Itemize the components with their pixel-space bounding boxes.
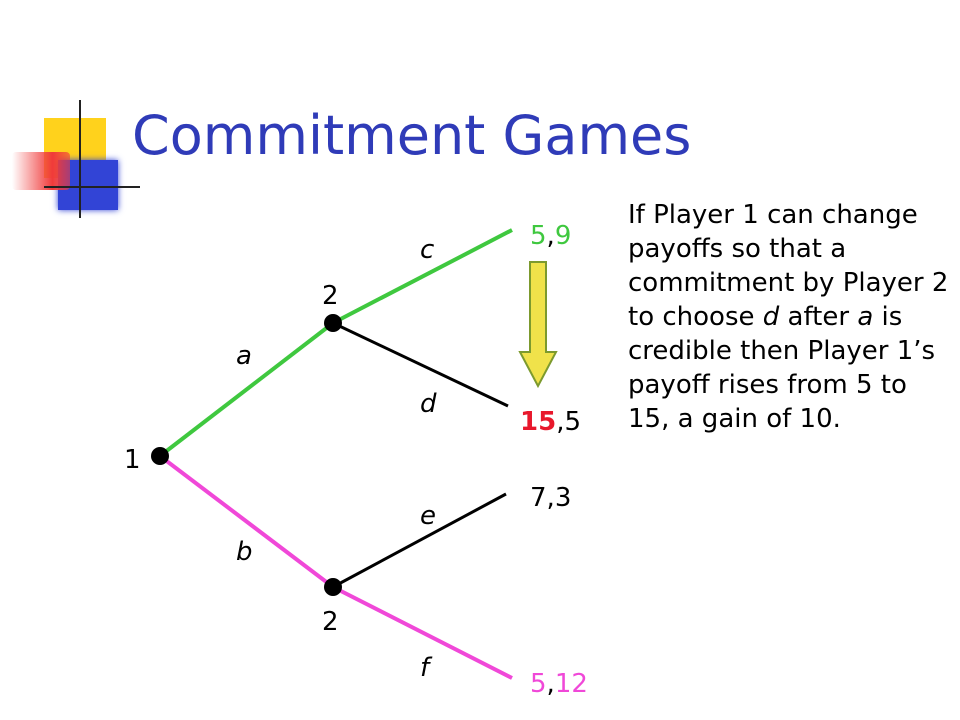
explanation-text: If Player 1 can change payoffs so that a… [628,198,953,436]
edge-c [332,228,513,325]
explanation-move-a: a [857,302,874,332]
edge-a [158,321,335,458]
decor-red-square [12,152,70,190]
payoff-f-sep: , [547,669,555,699]
payoff-d: 15,5 [520,407,581,437]
payoff-f: 5,12 [530,669,588,699]
payoff-e: 7,3 [530,483,571,513]
explanation-part-1: If Player 1 can change payoffs so that a… [628,200,949,332]
edge-f [332,585,513,680]
move-label-c: c [420,235,434,265]
slide-title: Commitment Games [132,104,692,167]
edge-b [158,454,335,589]
node-root [151,447,169,465]
explanation-move-d: d [762,302,780,332]
explanation-part-3: is credible then Player 1’s payoff rises… [628,302,936,434]
payoff-e-sep: , [547,483,555,513]
edge-d [332,321,509,408]
payoff-c-p1: 5 [530,221,547,251]
payoff-f-p2: 12 [555,669,588,699]
node-lower [324,578,342,596]
node-label-lower: 2 [322,607,339,637]
node-upper [324,314,342,332]
payoff-d-p1: 15 [520,407,556,437]
down-arrow-icon [518,261,558,389]
decor-horizontal-line [44,186,140,188]
move-label-e: e [420,501,436,531]
move-label-f: f [420,653,433,683]
explanation-part-2: after [779,302,858,332]
move-label-d: d [420,389,437,419]
payoff-d-sep: , [556,407,564,437]
edge-e [332,492,507,589]
payoff-c-sep: , [547,221,555,251]
payoff-d-p2: 5 [564,407,581,437]
payoff-e-p2: 3 [555,483,572,513]
node-label-root: 1 [124,445,141,475]
node-label-upper: 2 [322,281,339,311]
move-label-b: b [236,537,253,567]
decor-vertical-line [79,100,81,218]
payoff-c: 5,9 [530,221,571,251]
payoff-e-p1: 7 [530,483,547,513]
payoff-f-p1: 5 [530,669,547,699]
payoff-c-p2: 9 [555,221,572,251]
move-label-a: a [236,341,252,371]
